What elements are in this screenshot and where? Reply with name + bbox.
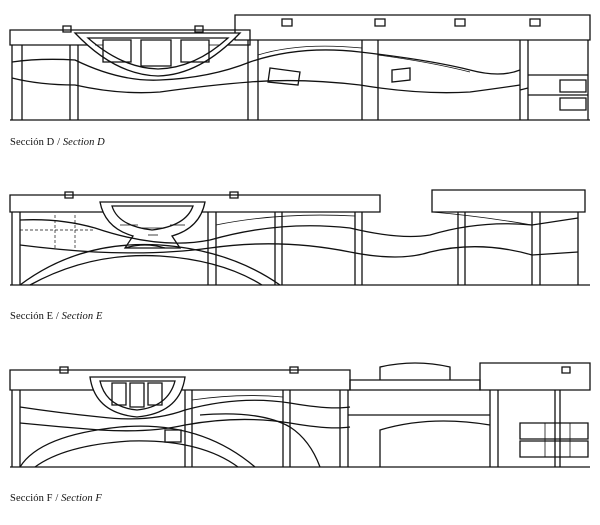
section-d-label-en: Section D (62, 137, 105, 148)
section-d-caption: Sección D / Section D (10, 137, 105, 148)
section-f-drawing (0, 355, 600, 480)
section-f-label-es: Sección F (10, 493, 53, 504)
section-e-caption: Sección E / Section E (10, 311, 103, 322)
section-f-caption: Sección F / Section F (10, 493, 102, 504)
section-d-drawing (0, 0, 600, 130)
section-f-label-en: Section F (61, 493, 102, 504)
section-d-label-es: Sección D (10, 137, 55, 148)
section-e-label-en: Section E (61, 311, 103, 322)
section-e-drawing (0, 180, 600, 300)
section-e-label-es: Sección E (10, 311, 54, 322)
